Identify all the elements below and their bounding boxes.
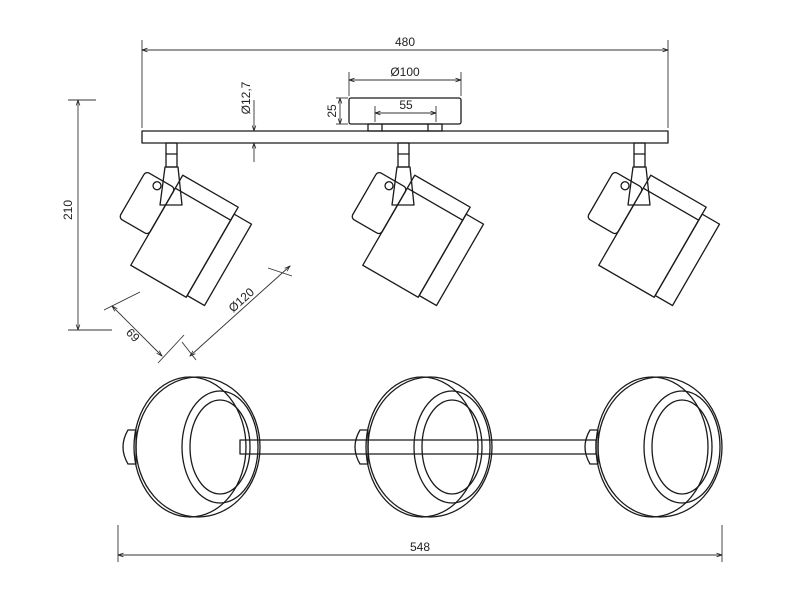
- front-view: [119, 97, 721, 307]
- dim-text-69: 69: [123, 325, 143, 345]
- top-view-head-left: [122, 376, 261, 518]
- dim-overall-height: 210: [61, 100, 112, 330]
- dim-text-548: 548: [410, 540, 430, 554]
- dim-text-55: 55: [399, 98, 413, 112]
- dim-canopy-diameter: Ø100: [349, 65, 461, 96]
- dim-text-210: 210: [61, 200, 75, 220]
- dim-canopy-inner-width: 55: [375, 98, 436, 122]
- dim-bar-thickness: Ø12,7: [239, 81, 254, 162]
- top-view-head-center: [354, 376, 493, 518]
- spotlight-right: [587, 142, 721, 307]
- dim-overall-width: 548: [118, 525, 722, 562]
- top-view: [122, 376, 723, 518]
- spotlight-center: [351, 142, 485, 307]
- spotlight-left: [119, 142, 253, 307]
- top-view-head-right: [584, 376, 723, 518]
- dim-text-480: 480: [395, 35, 415, 49]
- mounting-bar: [141, 130, 669, 144]
- dim-shade-depth: 69: [103, 291, 185, 364]
- dim-overall-bar-length: 480: [142, 35, 668, 128]
- dim-text-25: 25: [325, 104, 339, 118]
- dim-canopy-height: 25: [325, 98, 348, 124]
- dim-text-bar-thickness: Ø12,7: [239, 81, 253, 114]
- top-view-bar: [239, 439, 597, 455]
- dim-text-canopy-diameter: Ø100: [390, 65, 420, 79]
- dim-shade-diameter: Ø120: [181, 266, 293, 361]
